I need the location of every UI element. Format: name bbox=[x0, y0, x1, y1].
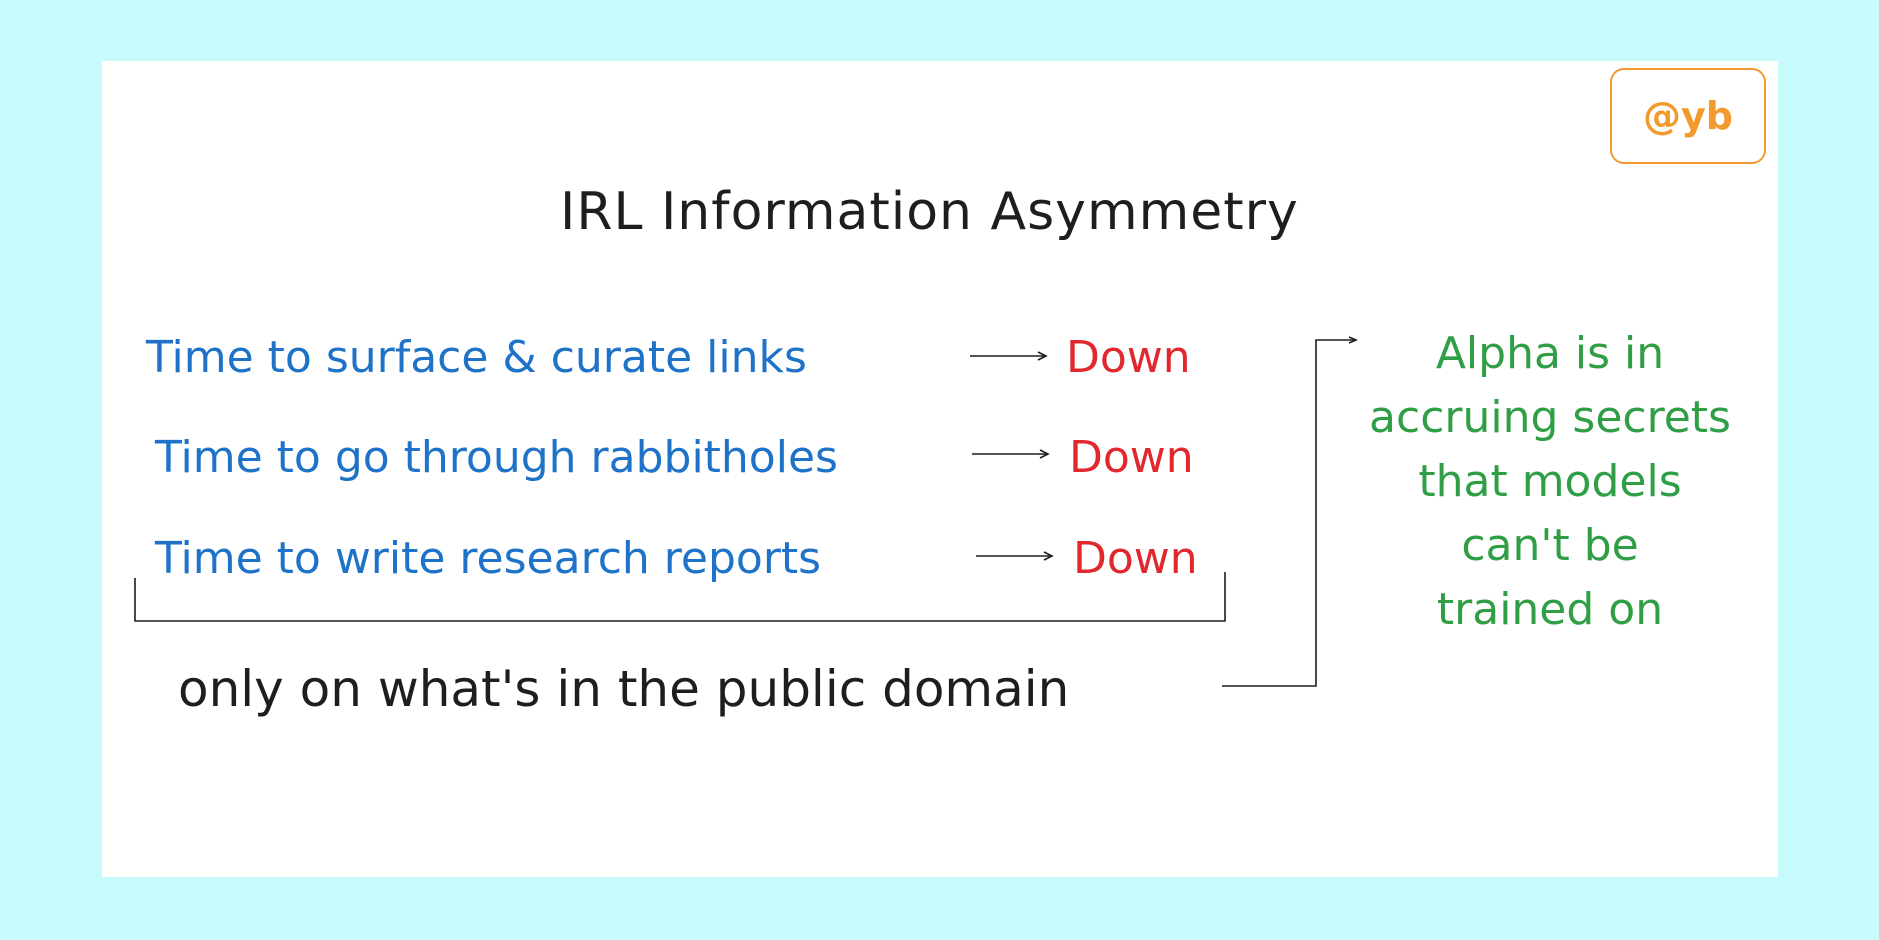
row-2-arrowhead bbox=[1039, 449, 1050, 459]
rows-bracket bbox=[134, 572, 1226, 622]
alpha-line-1: Alpha is in bbox=[1435, 328, 1665, 379]
alpha-note: Alpha is in accruing secrets that models… bbox=[1330, 322, 1770, 642]
row-1-status: Down bbox=[1066, 332, 1191, 383]
alpha-line-3: that models bbox=[1418, 456, 1682, 507]
row-2-status: Down bbox=[1069, 432, 1194, 483]
alpha-line-2: accruing secrets bbox=[1369, 392, 1731, 443]
row-3-status: Down bbox=[1073, 533, 1198, 584]
row-1-label: Time to surface & curate links bbox=[146, 332, 807, 383]
author-handle: @yb bbox=[1643, 94, 1733, 138]
footer-connector-arrowhead bbox=[1348, 336, 1359, 344]
footer-connector bbox=[1222, 339, 1356, 687]
row-1-arrowhead bbox=[1037, 351, 1048, 361]
author-handle-badge: @yb bbox=[1610, 68, 1766, 164]
row-3-arrowhead bbox=[1043, 551, 1054, 561]
row-2-label: Time to go through rabbitholes bbox=[155, 432, 838, 483]
alpha-line-4: can't be bbox=[1461, 520, 1639, 571]
row-3-label: Time to write research reports bbox=[155, 533, 822, 584]
diagram-card bbox=[102, 61, 1778, 877]
footer-text: only on what's in the public domain bbox=[178, 660, 1070, 718]
diagram-title: IRL Information Asymmetry bbox=[560, 182, 1299, 242]
alpha-line-5: trained on bbox=[1436, 584, 1664, 635]
